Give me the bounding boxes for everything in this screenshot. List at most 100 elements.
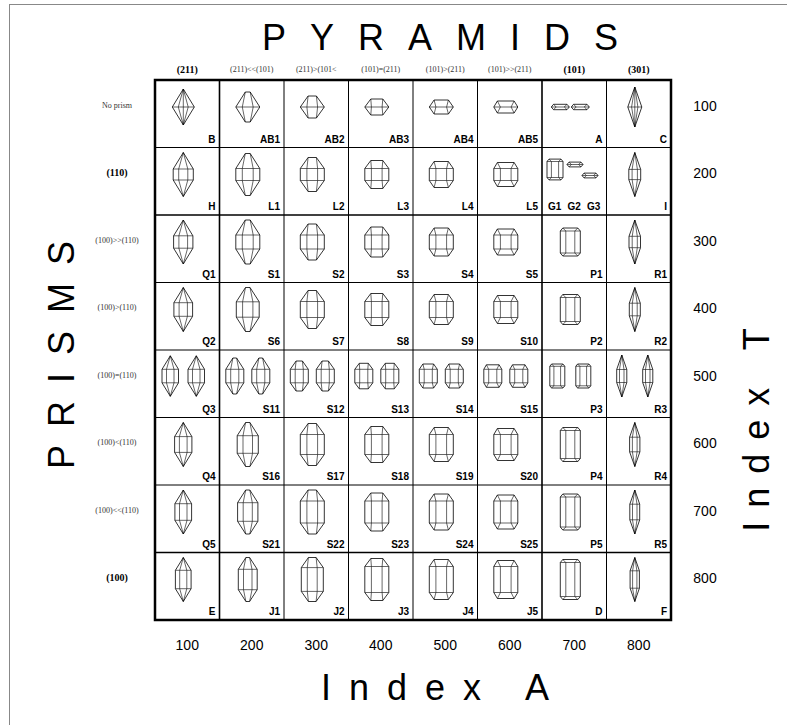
crystal-edge — [381, 382, 386, 383]
crystal-edge — [646, 383, 648, 398]
crystal-edge — [511, 168, 518, 169]
crystal-outline — [429, 560, 453, 600]
crystal-edge — [575, 321, 581, 322]
row-header: (110) — [106, 168, 127, 178]
crystal-code: S22 — [327, 540, 345, 550]
crystal-edge — [575, 322, 578, 325]
crystal-outline — [173, 153, 193, 197]
crystal-edge — [250, 490, 253, 503]
row-header: (100)=(110) — [98, 372, 137, 380]
crystal-edge — [559, 178, 561, 180]
crystal-edge — [497, 318, 500, 324]
crystal-edge — [321, 369, 322, 383]
crystal-edge — [560, 430, 566, 431]
crystal-code: S1 — [268, 270, 280, 280]
crystal-edge — [250, 453, 253, 466]
crystal-edge — [500, 301, 511, 302]
crystal-edge — [551, 177, 558, 178]
crystal-edge — [563, 459, 566, 462]
crystal-edge — [576, 385, 580, 386]
crystal-edge — [307, 454, 318, 455]
crystal-edge — [316, 558, 317, 568]
crystal-edge — [522, 369, 523, 383]
crystal-edge — [565, 298, 566, 322]
crystal-edge — [243, 521, 246, 534]
crystal-outline — [236, 92, 260, 122]
crystal-edge — [371, 567, 372, 593]
grid-line — [155, 485, 671, 486]
crystal-edge — [359, 383, 360, 389]
crystal-edge — [447, 494, 449, 501]
crystal-edge — [513, 365, 515, 370]
crystal-edge — [183, 107, 188, 125]
crystal-code: J3 — [398, 607, 409, 617]
crystal-edge — [620, 382, 625, 383]
crystal-edge — [619, 370, 620, 383]
crystal-cell: L4 — [413, 148, 478, 216]
crystal-edge — [252, 436, 253, 454]
crystal-edge — [242, 154, 245, 169]
crystal-edge — [489, 382, 497, 383]
crystal-edge — [318, 454, 325, 455]
crystal-edge — [511, 181, 514, 187]
crystal-edge — [382, 168, 389, 169]
crystal-edge — [620, 355, 622, 370]
crystal-code: S3 — [397, 270, 409, 280]
crystal-edge — [423, 383, 424, 388]
crystal-edge — [635, 452, 637, 467]
crystal-edge — [497, 163, 500, 169]
crystal-edge — [617, 382, 620, 383]
crystal-edge — [175, 452, 180, 453]
crystal-edge — [307, 568, 308, 592]
crystal-edge — [318, 235, 325, 236]
crystal-edge — [183, 589, 187, 602]
crystal-edge — [179, 180, 188, 181]
crystal-edge — [587, 364, 589, 366]
crystal-edge — [385, 369, 386, 383]
crystal-code: S23 — [391, 540, 409, 550]
crystal-edge — [552, 386, 554, 388]
crystal-edge — [187, 503, 192, 504]
crystal-edge — [594, 176, 596, 178]
crystal-edge — [511, 429, 514, 435]
crystal-outline — [365, 227, 389, 257]
crystal-edge — [303, 382, 308, 383]
crystal-edge — [183, 180, 188, 197]
crystal-edge — [630, 588, 633, 589]
crystal-edge — [307, 558, 308, 568]
index-number: 500 — [434, 638, 457, 652]
crystal-edge — [242, 180, 253, 181]
crystal-edge — [630, 437, 633, 438]
crystal-edge — [307, 455, 308, 466]
crystal-edge — [382, 435, 383, 455]
crystal-edge — [486, 383, 488, 388]
crystal-edge — [633, 520, 635, 534]
crystal-edge — [633, 519, 638, 520]
crystal-edge — [565, 431, 566, 459]
crystal-edge — [434, 523, 436, 530]
crystal-edge — [382, 107, 384, 115]
crystal-edge — [257, 369, 265, 370]
crystal-edge — [307, 235, 318, 236]
crystal-outline — [510, 365, 528, 388]
crystal-edge — [253, 317, 259, 318]
crystal-edge — [179, 504, 180, 521]
crystal-edge — [500, 567, 501, 593]
crystal-edge — [447, 593, 449, 600]
crystal-edge — [632, 247, 637, 248]
crystal-edge — [371, 180, 382, 181]
crystal-edge — [318, 180, 325, 181]
crystal-edge — [511, 566, 518, 567]
crystal-edge — [632, 437, 633, 452]
crystal-edge — [365, 523, 372, 524]
crystal-edge — [511, 101, 514, 107]
index-number: 200 — [240, 638, 263, 652]
crystal-edge — [429, 592, 436, 593]
crystal-code: S16 — [262, 472, 280, 482]
crystal-cell: L5 — [478, 148, 543, 216]
crystal-cell: J4 — [413, 553, 478, 621]
crystal-edge — [554, 107, 557, 110]
crystal-edge — [365, 592, 372, 593]
crystal-edge — [575, 527, 578, 530]
